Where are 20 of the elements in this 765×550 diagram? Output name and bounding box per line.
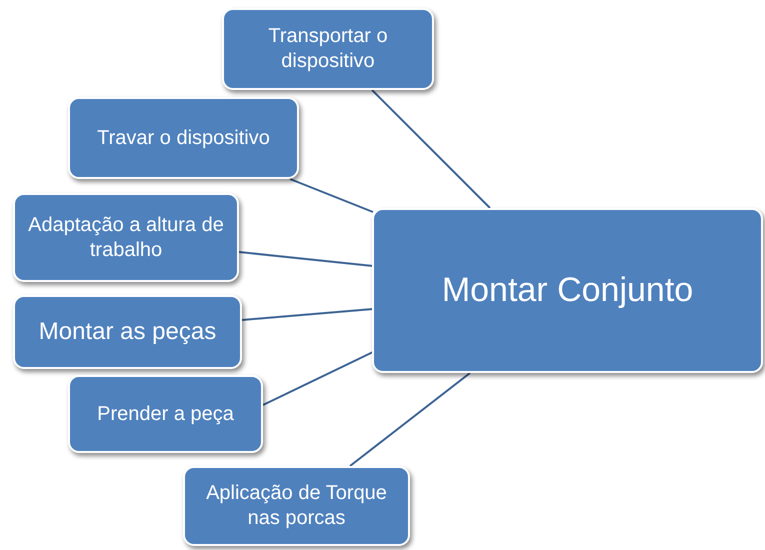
box-label: Transportar o dispositivo <box>267 24 389 74</box>
main-process-box <box>372 208 763 373</box>
connector-line <box>238 251 374 267</box>
box-label: Adaptação a altura de trabalho <box>27 212 225 262</box>
connector-line <box>349 372 471 467</box>
connector-line <box>290 178 374 213</box>
task-box <box>222 8 434 90</box>
box-label: Aplicação de Torque nas porcas <box>205 481 388 531</box>
task-box <box>13 295 242 369</box>
connector-line <box>371 89 491 209</box>
task-box <box>13 193 239 282</box>
task-box <box>68 97 299 179</box>
box-label: Prender a peça <box>97 402 234 426</box>
connector-line <box>242 308 374 321</box>
task-box <box>68 375 263 453</box>
box-label: Montar Conjunto <box>442 270 694 312</box>
box-label: Montar as peças <box>38 317 216 347</box>
box-label: Travar o dispositivo <box>97 126 270 150</box>
task-box <box>183 466 410 546</box>
connector-line <box>262 351 374 406</box>
